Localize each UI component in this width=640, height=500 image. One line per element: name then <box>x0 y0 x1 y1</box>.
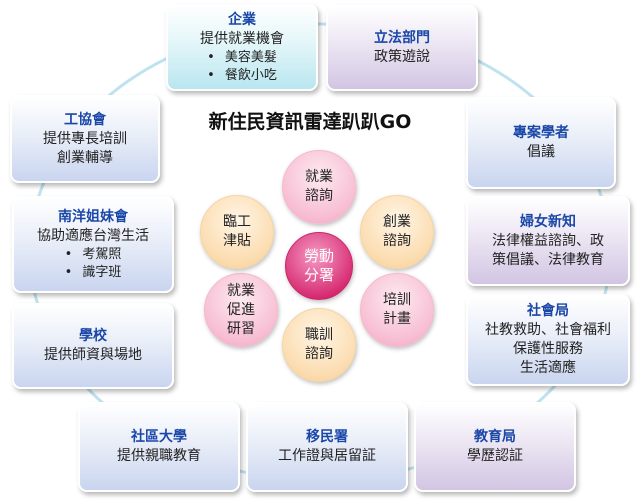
box-women: 婦女新知 法律權益諮詢、政 策倡議、法律教育 <box>466 196 630 286</box>
petal-label: 臨工津貼 <box>223 214 251 249</box>
box-immigration-title: 移民署 <box>306 429 348 445</box>
petal-startup-consult: 創業諮詢 <box>360 195 434 269</box>
box-enterprise-line: 提供就業機會 <box>200 30 284 47</box>
box-social-title: 社會局 <box>527 303 569 319</box>
petal-label: 創業諮詢 <box>383 214 411 249</box>
petal-employment-workshop: 就業促進研習 <box>204 273 278 347</box>
box-social-line: 社教救助、社會福利 <box>485 322 611 338</box>
petal-label: 就業諮詢 <box>305 169 333 204</box>
box-women-line: 策倡議、法律教育 <box>492 251 604 268</box>
box-union-line: 提供專長培訓 <box>43 130 127 147</box>
box-enterprise-title: 企業 <box>228 11 256 28</box>
box-women-title: 婦女新知 <box>520 213 576 230</box>
box-immigration-line: 工作證與居留証 <box>278 448 376 464</box>
box-scholars: 專案學者 倡議 <box>466 97 616 189</box>
petal-temp-allowance: 臨工津貼 <box>200 195 274 269</box>
petal-label: 職訓諮詢 <box>305 327 333 362</box>
box-sisters: 南洋姐妹會 協助適應台灣生活 考駕照 識字班 <box>12 196 174 293</box>
box-education: 教育局 學歷認証 <box>414 402 576 492</box>
box-legislature: 立法部門 政策遊說 <box>326 5 478 91</box>
box-community-title: 社區大學 <box>131 429 187 445</box>
box-community: 社區大學 提供親職教育 <box>78 402 240 492</box>
box-school-line: 提供師資與場地 <box>44 347 142 363</box>
petal-label: 就業促進研習 <box>227 282 255 337</box>
box-enterprise-bullet: 美容美髮 <box>207 49 277 67</box>
box-sisters-title: 南洋姐妹會 <box>58 208 128 225</box>
hub-labor-office: 勞動分署 <box>285 232 353 300</box>
box-education-title: 教育局 <box>474 429 516 445</box>
petal-training-plan: 培訓計畫 <box>360 273 434 347</box>
hub-label: 勞動分署 <box>303 247 334 284</box>
petal-label: 培訓計畫 <box>383 292 411 327</box>
box-legislature-line: 政策遊說 <box>374 49 430 65</box>
diagram-title: 新住民資訊雷達趴趴GO <box>208 111 412 133</box>
box-community-line: 提供親職教育 <box>117 448 201 464</box>
box-scholars-line: 倡議 <box>527 144 555 160</box>
box-social: 社會局 社教救助、社會福利 保護性服務 生活適應 <box>466 294 630 386</box>
box-union-line: 創業輔導 <box>57 149 113 166</box>
box-union-title: 工協會 <box>64 111 106 128</box>
box-union: 工協會 提供專長培訓 創業輔導 <box>10 95 160 183</box>
petal-employment-consult: 就業諮詢 <box>282 150 356 224</box>
box-school: 學校 提供師資與場地 <box>12 303 174 389</box>
box-sisters-list: 考駕照 識字班 <box>65 246 121 282</box>
box-school-title: 學校 <box>79 328 107 344</box>
box-social-line: 保護性服務 <box>513 341 583 357</box>
box-education-line: 學歷認証 <box>467 448 523 464</box>
box-sisters-bullet: 識字班 <box>65 264 121 282</box>
box-enterprise-bullet: 餐飲小吃 <box>207 67 277 85</box>
box-legislature-title: 立法部門 <box>374 30 430 46</box>
petal-vocational-consult: 職訓諮詢 <box>282 308 356 382</box>
box-scholars-title: 專案學者 <box>513 125 569 141</box>
box-enterprise-list: 美容美髮 餐飲小吃 <box>207 49 277 85</box>
box-sisters-line: 協助適應台灣生活 <box>37 227 149 244</box>
box-sisters-bullet: 考駕照 <box>65 246 121 264</box>
box-social-line: 生活適應 <box>520 360 576 376</box>
box-enterprise: 企業 提供就業機會 美容美髮 餐飲小吃 <box>166 4 318 91</box>
box-immigration: 移民署 工作證與居留証 <box>246 402 408 492</box>
box-women-line: 法律權益諮詢、政 <box>492 232 604 249</box>
